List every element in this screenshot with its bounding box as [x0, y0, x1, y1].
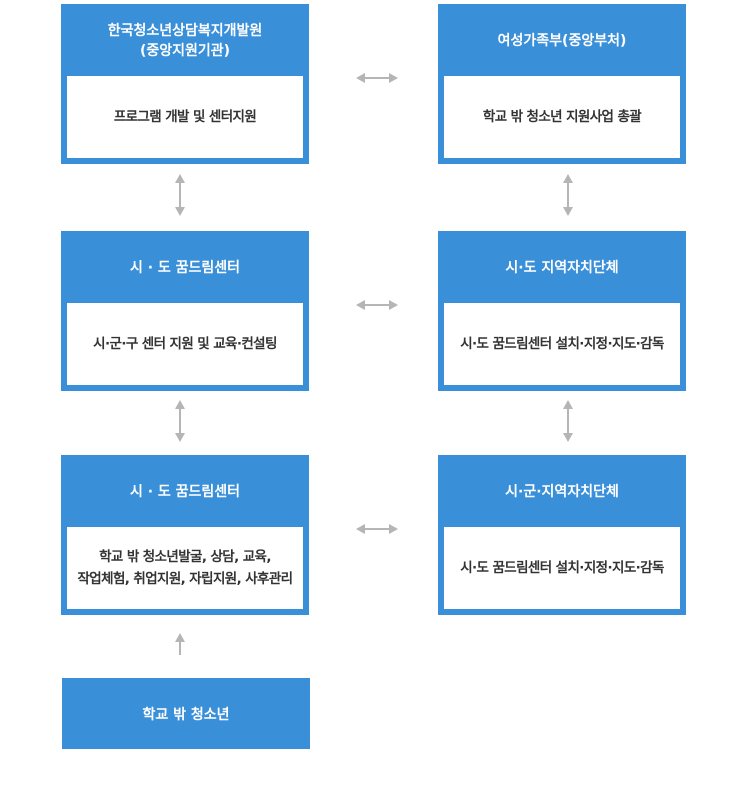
province-gov-title-text: 시·도 지역자치단체 [505, 260, 619, 276]
arrow-province-local-center [174, 400, 186, 442]
province-center-body: 시·군·구 센터 지원 및 교육·컨설팅 [67, 303, 303, 385]
province-center-title-text: 시 · 도 꿈드림센터 [129, 260, 241, 276]
arrow-youth-local-center [175, 633, 185, 655]
province-center-title: 시 · 도 꿈드림센터 [63, 233, 307, 303]
local-center-body-line1: 학교 밖 청소년발굴, 상담, 교육, [99, 549, 271, 565]
kyci-title: 한국청소년상담복지개발원 (중앙지원기관) [63, 6, 307, 76]
kyci-body-text: 프로그램 개발 및 센터지원 [113, 109, 257, 125]
province-center-body-text: 시·군·구 센터 지원 및 교육·컨설팅 [93, 336, 277, 352]
youth-title: 학교 밖 청소년 [142, 706, 230, 723]
local-gov-title-text: 시·군·지역자치단체 [505, 484, 619, 500]
province-gov-body-text: 시·도 꿈드림센터 설치·지정·지도·감독 [460, 336, 664, 352]
local-center-body-line2: 작업체험, 취업지원, 자립지원, 사후관리 [77, 571, 293, 587]
kyci-body: 프로그램 개발 및 센터지원 [67, 76, 303, 158]
arrow-mogef-province-gov [562, 174, 574, 216]
mogef-box: 여성가족부(중앙부처) 학교 밖 청소년 지원사업 총괄 [438, 4, 686, 164]
arrow-province-local-gov [562, 400, 574, 442]
mogef-body-text: 학교 밖 청소년 지원사업 총괄 [482, 109, 642, 125]
local-center-box: 시 · 도 꿈드림센터 학교 밖 청소년발굴, 상담, 교육, 작업체험, 취업… [61, 455, 309, 615]
youth-box: 학교 밖 청소년 [62, 678, 310, 749]
local-center-title: 시 · 도 꿈드림센터 [63, 457, 307, 527]
province-gov-title: 시·도 지역자치단체 [440, 233, 684, 303]
local-gov-title: 시·군·지역자치단체 [440, 457, 684, 527]
kyci-title-line1: 한국청소년상담복지개발원 [107, 23, 263, 39]
province-gov-box: 시·도 지역자치단체 시·도 꿈드림센터 설치·지정·지도·감독 [438, 231, 686, 391]
mogef-title-text: 여성가족부(중앙부처) [497, 33, 627, 49]
province-gov-body: 시·도 꿈드림센터 설치·지정·지도·감독 [444, 303, 680, 385]
arrow-kyci-province-center [174, 174, 186, 216]
arrow-kyci-mogef [356, 72, 398, 84]
local-gov-box: 시·군·지역자치단체 시·도 꿈드림센터 설치·지정·지도·감독 [438, 455, 686, 615]
mogef-body: 학교 밖 청소년 지원사업 총괄 [444, 76, 680, 158]
mogef-title: 여성가족부(중앙부처) [440, 6, 684, 76]
local-gov-body-text: 시·도 꿈드림센터 설치·지정·지도·감독 [460, 560, 664, 576]
local-center-title-text: 시 · 도 꿈드림센터 [129, 484, 241, 500]
arrow-local-center-gov [356, 523, 398, 535]
arrow-province-center-gov [356, 299, 398, 311]
local-center-body: 학교 밖 청소년발굴, 상담, 교육, 작업체험, 취업지원, 자립지원, 사후… [67, 527, 303, 609]
kyci-box: 한국청소년상담복지개발원 (중앙지원기관) 프로그램 개발 및 센터지원 [61, 4, 309, 164]
kyci-title-line2: (중앙지원기관) [139, 43, 231, 59]
local-gov-body: 시·도 꿈드림센터 설치·지정·지도·감독 [444, 527, 680, 609]
province-center-box: 시 · 도 꿈드림센터 시·군·구 센터 지원 및 교육·컨설팅 [61, 231, 309, 391]
